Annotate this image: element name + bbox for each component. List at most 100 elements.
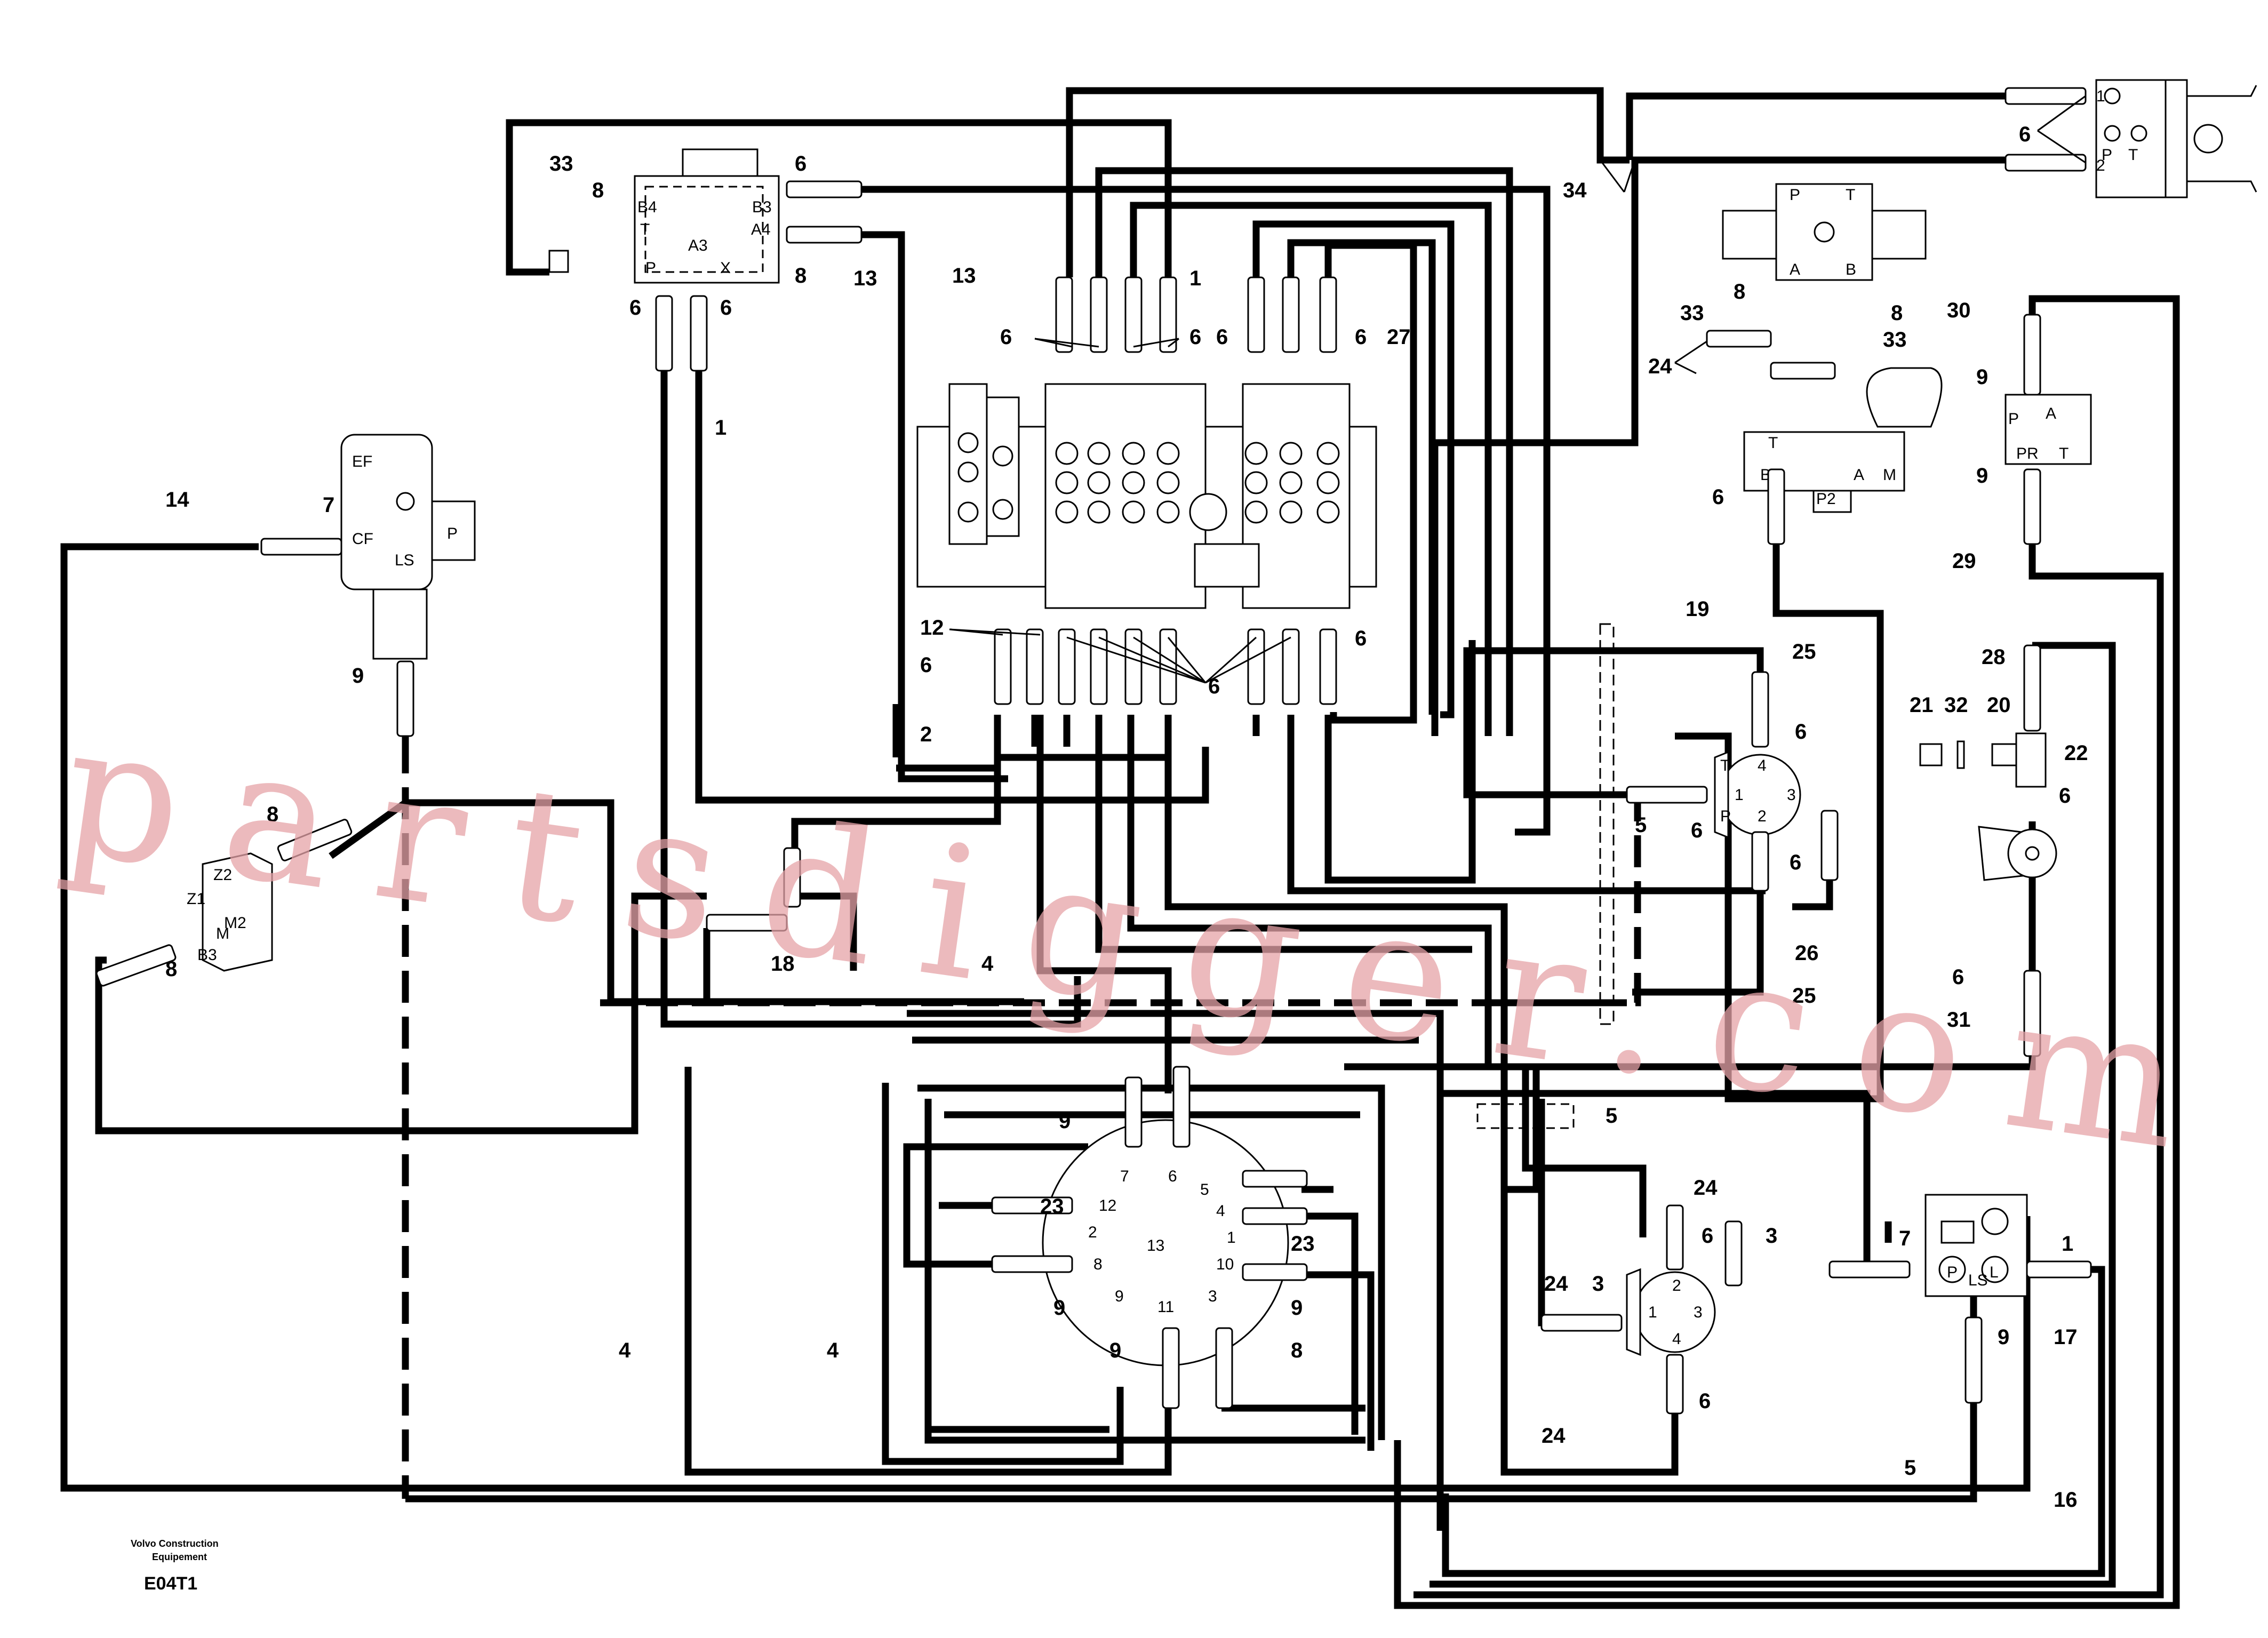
- svg-text:6: 6: [1355, 325, 1367, 349]
- svg-text:7: 7: [1120, 1168, 1129, 1185]
- svg-text:E04T1: E04T1: [144, 1573, 197, 1594]
- svg-text:4: 4: [1672, 1330, 1681, 1348]
- svg-text:3: 3: [1787, 786, 1796, 804]
- svg-text:8: 8: [165, 957, 177, 981]
- svg-text:1: 1: [2096, 87, 2105, 105]
- svg-text:A: A: [2046, 405, 2056, 422]
- svg-text:8: 8: [1093, 1256, 1103, 1273]
- svg-text:A: A: [1790, 261, 1800, 278]
- svg-text:30: 30: [1947, 299, 1971, 322]
- svg-text:29: 29: [1952, 549, 1976, 573]
- svg-text:Z2: Z2: [213, 866, 232, 884]
- svg-text:P: P: [1947, 1264, 1958, 1281]
- svg-text:3: 3: [1208, 1288, 1217, 1305]
- svg-text:9: 9: [1053, 1296, 1065, 1320]
- svg-text:1: 1: [1189, 267, 1201, 290]
- svg-text:4: 4: [1758, 757, 1767, 774]
- svg-text:T: T: [2128, 146, 2138, 164]
- svg-text:6: 6: [1795, 720, 1807, 744]
- svg-text:6: 6: [629, 296, 641, 319]
- svg-text:9: 9: [1059, 1109, 1071, 1133]
- svg-text:P: P: [2102, 146, 2112, 164]
- svg-text:P: P: [447, 525, 458, 542]
- svg-text:22: 22: [2064, 741, 2088, 765]
- svg-text:1: 1: [1648, 1304, 1657, 1321]
- svg-text:6: 6: [795, 152, 806, 175]
- valve-spools: [957, 432, 1340, 531]
- svg-text:13: 13: [853, 267, 877, 290]
- reference-labels: 33 8 6 6 8 6 13 13 1 1 6 6 6 6 27 34 6 8…: [165, 123, 2088, 1512]
- svg-text:T: T: [2059, 445, 2069, 462]
- svg-text:26: 26: [1795, 941, 1819, 965]
- svg-text:4: 4: [1216, 1202, 1225, 1220]
- svg-text:4: 4: [981, 952, 994, 976]
- svg-text:9: 9: [1109, 1339, 1121, 1362]
- rotator-coupling-lower: 1 2 3 4: [1626, 1268, 1716, 1356]
- relief-valve-block: A P PR T: [2005, 394, 2092, 465]
- svg-text:LS: LS: [1968, 1272, 1988, 1289]
- svg-text:CF: CF: [352, 530, 373, 548]
- svg-text:5: 5: [1635, 813, 1647, 837]
- svg-text:10: 10: [1216, 1256, 1234, 1273]
- svg-text:2: 2: [1758, 808, 1767, 825]
- svg-text:21: 21: [1910, 693, 1934, 717]
- svg-text:6: 6: [2059, 784, 2071, 808]
- rotator-coupling-upper: T 1 4 3 2 P: [1714, 750, 1801, 839]
- svg-text:31: 31: [1947, 1008, 1971, 1032]
- svg-text:25: 25: [1792, 640, 1816, 664]
- svg-text:Equipement: Equipement: [152, 1552, 207, 1562]
- svg-text:9: 9: [1291, 1296, 1303, 1320]
- svg-text:6: 6: [1702, 1224, 1713, 1248]
- svg-text:8: 8: [267, 803, 278, 826]
- svg-text:9: 9: [1976, 464, 1988, 488]
- svg-text:7: 7: [1899, 1227, 1911, 1250]
- svg-text:5: 5: [1904, 1456, 1916, 1480]
- svg-text:32: 32: [1944, 693, 1968, 717]
- svg-text:P: P: [2008, 410, 2019, 428]
- svg-text:6: 6: [1691, 819, 1703, 842]
- svg-text:P: P: [1720, 808, 1731, 825]
- svg-text:33: 33: [1883, 328, 1907, 351]
- svg-text:8: 8: [592, 179, 604, 202]
- svg-text:8: 8: [795, 264, 806, 287]
- svg-text:6: 6: [1216, 325, 1228, 349]
- svg-text:Volvo Construction: Volvo Construction: [131, 1538, 219, 1549]
- svg-text:23: 23: [1040, 1195, 1064, 1218]
- svg-text:PR: PR: [2016, 445, 2039, 462]
- dashed-boundary-5b: [1476, 1103, 1575, 1129]
- svg-text:9: 9: [1998, 1325, 2009, 1349]
- sensor-assembly: [1919, 732, 2057, 881]
- svg-text:B3: B3: [197, 946, 217, 964]
- svg-text:6: 6: [1790, 851, 1801, 874]
- pt-connection-block: P T 1 2: [2095, 79, 2257, 198]
- svg-text:24: 24: [1648, 355, 1672, 378]
- svg-text:M: M: [216, 925, 229, 942]
- svg-text:19: 19: [1686, 597, 1710, 621]
- svg-text:11: 11: [1157, 1298, 1174, 1316]
- svg-text:16: 16: [2054, 1488, 2078, 1512]
- svg-text:18: 18: [771, 952, 795, 976]
- svg-text:9: 9: [352, 664, 364, 688]
- svg-text:1: 1: [1735, 786, 1744, 804]
- svg-text:12: 12: [920, 616, 944, 640]
- svg-text:T: T: [1720, 757, 1730, 774]
- svg-text:8: 8: [1734, 280, 1745, 303]
- svg-text:6: 6: [720, 296, 732, 319]
- svg-text:3: 3: [1766, 1224, 1777, 1248]
- svg-text:6: 6: [920, 653, 932, 677]
- svg-text:5: 5: [1200, 1181, 1209, 1198]
- svg-text:13: 13: [952, 264, 976, 287]
- svg-text:A: A: [1854, 466, 1864, 484]
- svg-text:6: 6: [1189, 325, 1201, 349]
- svg-text:2: 2: [1088, 1224, 1097, 1241]
- svg-text:27: 27: [1387, 325, 1411, 349]
- footer: Volvo Construction Equipement E04T1: [131, 1538, 219, 1594]
- svg-text:1: 1: [1227, 1229, 1236, 1247]
- directional-valve: P T A B: [1722, 183, 1927, 281]
- svg-text:2: 2: [2096, 157, 2105, 174]
- svg-text:A3: A3: [688, 237, 708, 254]
- svg-text:T: T: [1768, 434, 1778, 452]
- svg-text:6: 6: [1168, 1168, 1177, 1185]
- svg-text:6: 6: [1699, 1389, 1711, 1413]
- svg-text:25: 25: [1792, 984, 1816, 1008]
